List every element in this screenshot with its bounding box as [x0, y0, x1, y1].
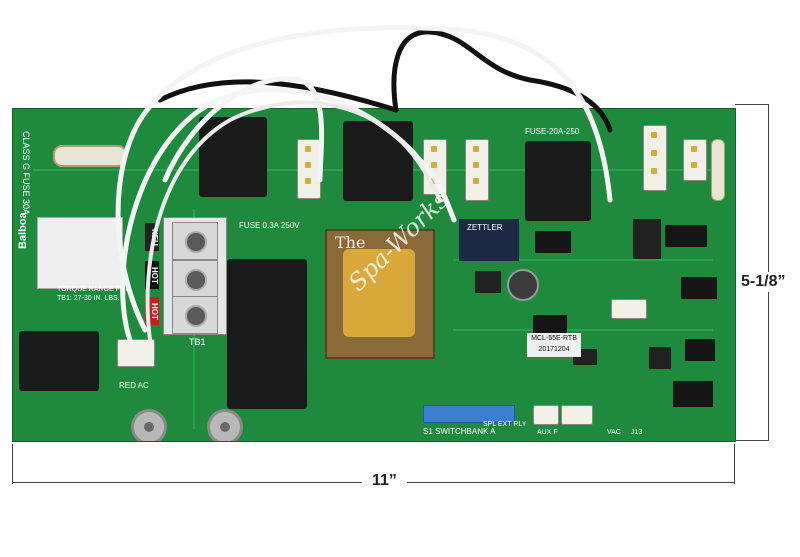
tb1-label: TB1: [189, 337, 206, 347]
main-fuse: [53, 145, 127, 167]
width-dimension-tick-right: [734, 444, 735, 484]
connector-sen: [533, 405, 559, 425]
connector-j17: [611, 299, 647, 319]
fuse-f8-label: FUSE-20A-250: [525, 127, 580, 136]
relay-k4: [19, 331, 99, 391]
zettler-label: ZETTLER: [467, 223, 503, 232]
model-number: MCL-55E-RTB: [531, 335, 577, 342]
height-dimension-tick-bottom: [735, 440, 769, 441]
pcb-trace: [453, 329, 713, 331]
header-j69: [673, 381, 713, 407]
terminal-screw-neutral: [172, 222, 218, 260]
circuit-board: CLASS G FUSE 30A Balboa TORQUE RANGE FOR…: [12, 108, 736, 442]
terminal-tag-neutral: NEU: [145, 223, 159, 251]
ic-chip: [475, 271, 501, 293]
torque-label: TORQUE RANGE FOR TB1: 27-30 IN. LBS.: [57, 286, 131, 302]
fuse-f9: [711, 139, 725, 201]
bottom-label-spl: SPL EXT RLY: [483, 421, 527, 428]
connector-aux: [561, 405, 593, 425]
terminal-screw-hot-black: [172, 260, 218, 298]
connector-j23: [297, 139, 321, 199]
bottom-label-j13: J13: [631, 429, 643, 436]
header-j70: [681, 277, 717, 299]
ic-chip: [649, 347, 671, 369]
relay-k1: [199, 117, 267, 197]
bottom-label-vac: VAC: [607, 429, 621, 436]
width-dimension-label: 11”: [362, 472, 407, 490]
connector-j7: [465, 139, 489, 201]
dip-switch-bank: [423, 405, 515, 423]
width-dimension-tick-left: [12, 444, 13, 484]
connector-red-ac: [117, 339, 155, 367]
red-ac-label: RED AC: [119, 381, 149, 390]
terminal-tag-hot-red: HOT: [145, 297, 159, 325]
terminal-tag-hot-black: HOT: [145, 261, 159, 289]
black-wire: [157, 79, 399, 113]
model-label: MCL-55E-RTB 20171204: [527, 333, 581, 357]
relay-large: [227, 259, 307, 409]
switchbank-label: S1 SWITCHBANK A: [423, 427, 496, 436]
terminal-screw-hot-red: [172, 296, 218, 334]
zettler-relay: ZETTLER: [459, 219, 519, 261]
header-center: [535, 231, 571, 253]
bottom-label-aux: AUX F: [537, 429, 558, 436]
brand-label: Balboa: [17, 212, 29, 249]
connector-j12: [683, 139, 707, 181]
fuse-f4-label: FUSE 0.3A 250V: [239, 221, 300, 230]
fuse-class-label: CLASS G FUSE 30A: [21, 131, 31, 216]
ic-chip: [633, 219, 661, 259]
connector-j26: [643, 125, 667, 191]
header-j20: [685, 339, 715, 361]
rating-sticker: [37, 217, 123, 289]
relay-k8: [525, 141, 591, 221]
header-j45: [665, 225, 707, 247]
mounting-screw: [131, 409, 167, 441]
terminal-block-tb1: [163, 217, 227, 335]
connector-j73: [423, 139, 447, 195]
capacitor: [507, 269, 539, 301]
mounting-screw: [207, 409, 243, 441]
height-dimension-label: 5-1/8”: [739, 272, 788, 292]
watermark-top: The: [335, 233, 366, 252]
date-code: 20171204: [538, 346, 570, 353]
height-dimension-tick-top: [735, 104, 769, 105]
relay-k-mid: [343, 121, 413, 201]
